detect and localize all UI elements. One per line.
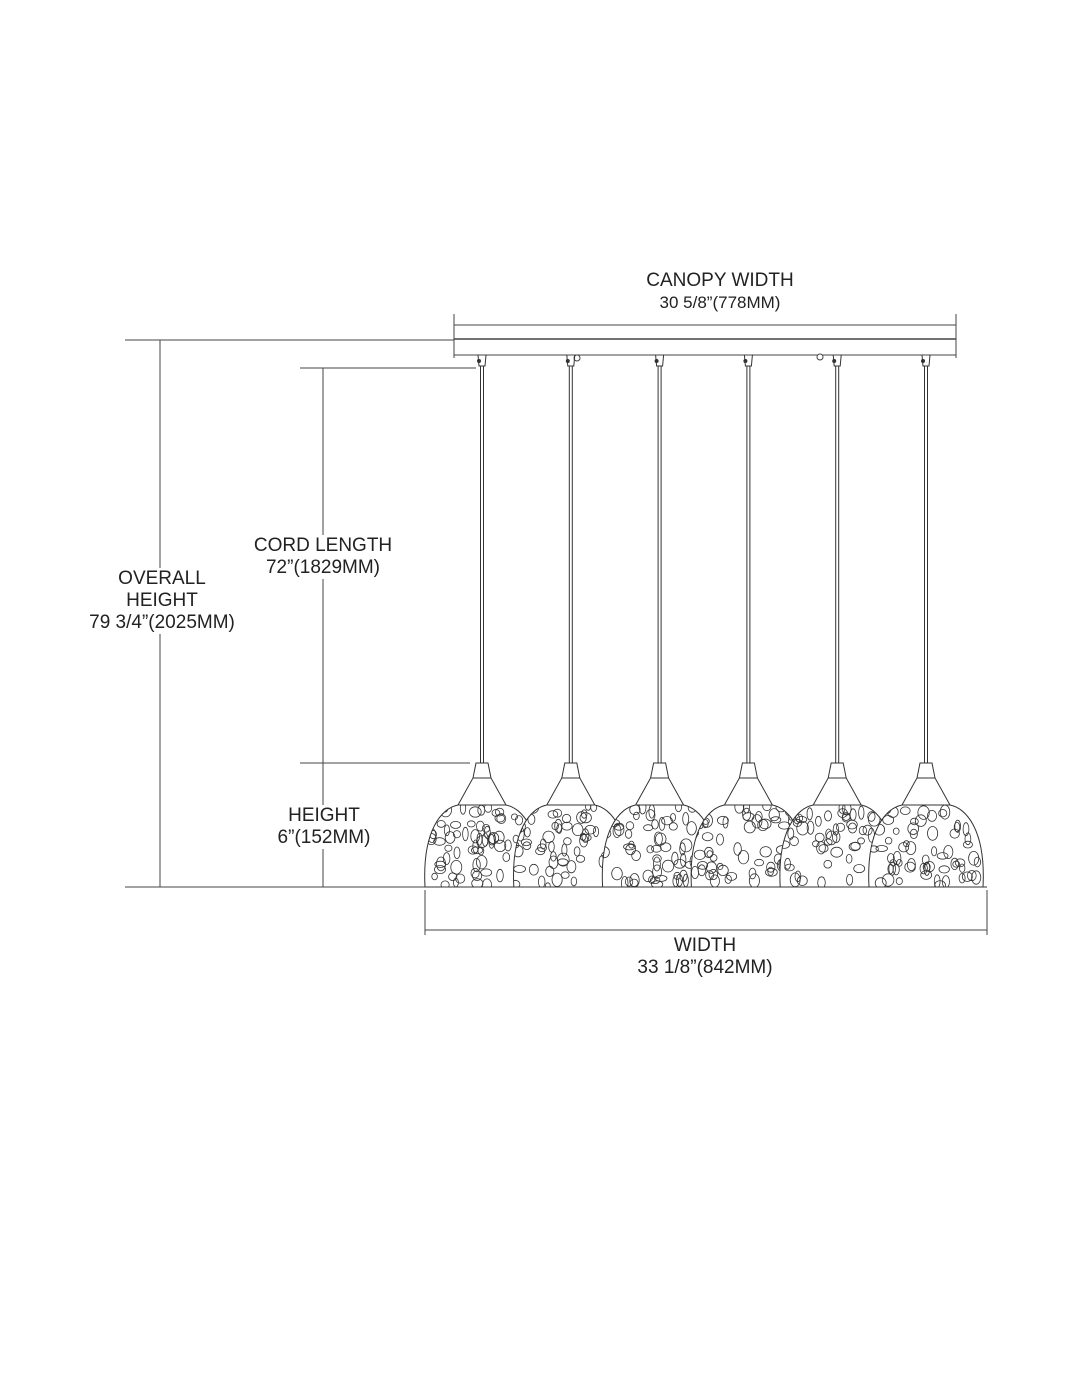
canopy <box>453 324 957 362</box>
pendant <box>690 354 807 888</box>
overall-height-value: 79 3/4”(2025MM) <box>89 612 235 633</box>
socket-cap <box>812 762 863 806</box>
width-label: WIDTH 33 1/8”(842MM) <box>633 935 777 979</box>
pendant <box>601 354 718 888</box>
socket-cap <box>723 762 774 806</box>
screw-icon <box>654 359 659 363</box>
screw-icon <box>832 359 837 363</box>
pendant <box>513 354 629 888</box>
screw-icon <box>565 359 570 363</box>
overall-height-title-1: OVERALL <box>118 568 206 589</box>
pendant <box>779 354 895 888</box>
screw-icon <box>921 359 925 363</box>
socket-cap <box>457 762 507 806</box>
height-title: HEIGHT <box>288 805 360 826</box>
canopy-width-label: CANOPY WIDTH 30 5/8”(778MM) <box>646 270 793 314</box>
overall-height-title-2: HEIGHT <box>126 590 198 611</box>
screw-icon <box>743 359 748 363</box>
canopy-width-value: 30 5/8”(778MM) <box>659 293 781 312</box>
overall-height-label: OVERALL HEIGHT 79 3/4”(2025MM) <box>89 568 235 634</box>
width-value: 33 1/8”(842MM) <box>637 957 773 978</box>
cord-length-value: 72”(1829MM) <box>265 557 381 578</box>
pendant <box>424 354 540 888</box>
canopy-width-title: CANOPY WIDTH <box>646 270 794 291</box>
cord-length-title: CORD LENGTH <box>253 535 393 556</box>
height-value: 6”(152MM) <box>277 827 371 848</box>
screw-icon <box>477 359 481 363</box>
pendant <box>868 354 984 888</box>
socket-cap <box>545 762 596 806</box>
width-title: WIDTH <box>673 935 737 956</box>
cord-length-label: CORD LENGTH 72”(1829MM) <box>253 535 393 579</box>
height-label: HEIGHT 6”(152MM) <box>277 805 371 849</box>
socket-cap <box>634 762 685 806</box>
socket-cap <box>901 762 951 806</box>
